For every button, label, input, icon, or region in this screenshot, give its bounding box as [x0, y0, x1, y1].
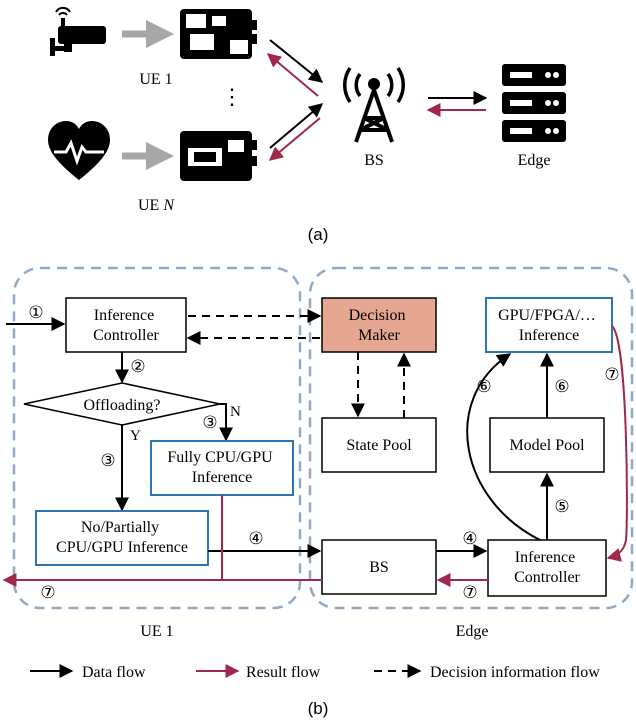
model-pool-box: [489, 417, 605, 473]
step-7-bs: ⑦: [462, 583, 477, 602]
camera-icon: [50, 6, 106, 56]
edge-label: Edge: [518, 152, 551, 169]
board-icon: [180, 9, 257, 59]
arrow-controller-gpu-curve: [466, 353, 541, 541]
legend-result-label: Result flow: [246, 664, 321, 681]
ellipsis: ⋮: [221, 84, 243, 109]
uen-label: UE N: [138, 197, 175, 214]
edge-group-border: [308, 266, 634, 610]
bs-box: [321, 539, 437, 595]
fully-inference-label: Fully CPU/GPU Inference: [167, 449, 276, 486]
data-arrow-ue1-bs: [269, 39, 324, 83]
step-2: ②: [130, 357, 145, 376]
heart-icon: [48, 121, 110, 180]
caption-b: (b): [308, 699, 329, 718]
result-arrow-gpu-controller: [606, 325, 628, 562]
partial-inference-box: [35, 510, 209, 566]
offloading-label: Offloading?: [83, 397, 160, 414]
edge-inference-controller-box: [487, 539, 607, 597]
legend: Data flow Result flow Decision informati…: [30, 664, 600, 681]
decision-maker-label: Decision Maker: [349, 307, 410, 344]
board-icon: [180, 131, 257, 181]
step-3-no: ③: [202, 413, 217, 432]
result-arrow-bs-uen: [268, 117, 321, 161]
legend-data-label: Data flow: [82, 664, 146, 681]
state-pool-box: [321, 417, 437, 473]
bs-label: BS: [364, 152, 384, 169]
step-4-left: ④: [248, 529, 263, 548]
part-a: UE 1 ⋮ UE N: [48, 6, 566, 244]
edge-group-label: Edge: [456, 623, 489, 640]
ue-group-label: UE 1: [140, 623, 173, 640]
data-arrow-uen-bs: [269, 103, 324, 149]
no-label: N: [230, 404, 241, 420]
step-7-out: ⑦: [40, 583, 55, 602]
gpu-inference-label: GPU/FPGA/… Inference: [498, 307, 600, 344]
state-pool-label: State Pool: [346, 437, 412, 454]
ue-inference-controller-label: Inference Controller: [93, 307, 159, 344]
step-5: ⑤: [554, 497, 569, 516]
step-6-right: ⑥: [554, 377, 569, 396]
caption-a: (a): [308, 225, 329, 244]
ue-inference-controller-box: [65, 297, 187, 353]
step-1: ①: [28, 303, 43, 322]
ue-group-border: [12, 266, 302, 610]
decision-maker-box: [321, 297, 437, 353]
edge-inference-controller-label: Inference Controller: [514, 549, 580, 586]
result-arrow-bs-ue1: [266, 53, 319, 97]
gpu-inference-box: [485, 297, 613, 353]
yes-label: Y: [130, 428, 141, 444]
step-4-right: ④: [462, 529, 477, 548]
arrow-no: [219, 403, 233, 442]
tower-icon: [342, 67, 406, 143]
partial-inference-label: No/Partially CPU/GPU Inference: [56, 519, 188, 556]
bs-box-label: BS: [369, 559, 389, 576]
server-icon: [502, 64, 566, 142]
step-3-yes: ③: [100, 451, 115, 470]
step-6-left: ⑥: [476, 377, 491, 396]
model-pool-label: Model Pool: [509, 437, 585, 454]
part-b: UE 1 Edge Inference Controller ① ② Offlo…: [2, 266, 634, 718]
ue1-label: UE 1: [139, 71, 172, 88]
step-7-gpu: ⑦: [604, 365, 619, 384]
legend-decision-label: Decision information flow: [430, 664, 600, 681]
